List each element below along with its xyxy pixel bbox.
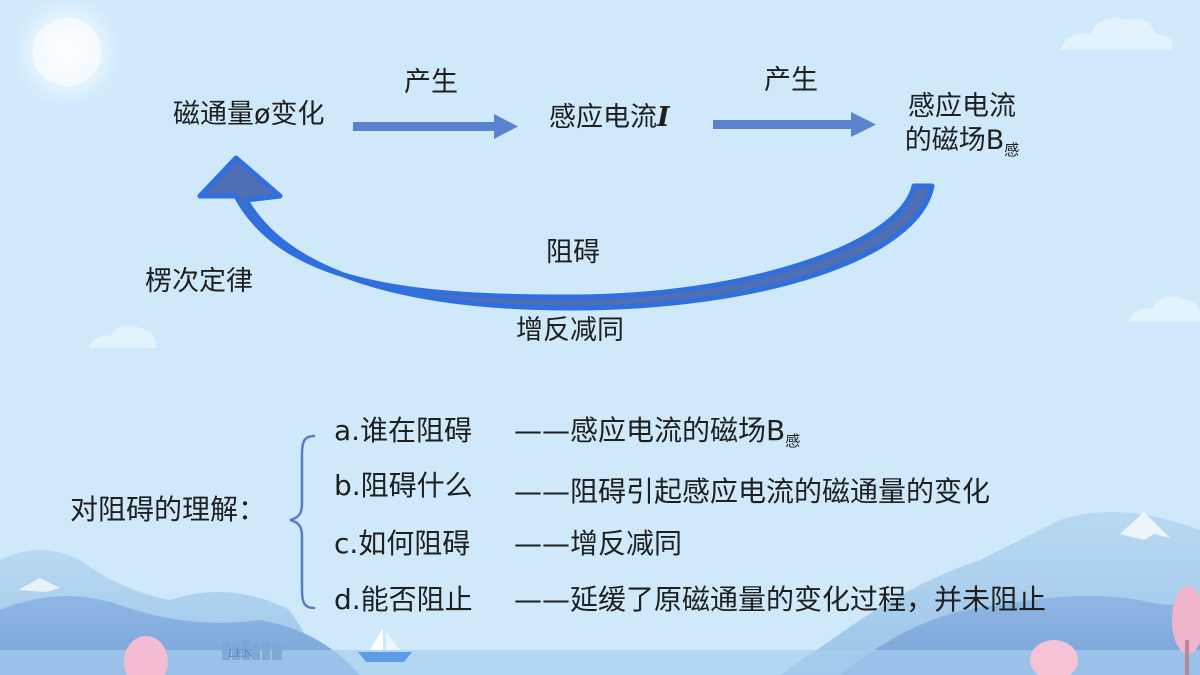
sailboat-decoration: [358, 628, 412, 662]
node-induced-field-line2: 的磁场B感: [904, 124, 1020, 159]
question-a: a.谁在阻碍: [334, 414, 473, 447]
current-symbol: I: [657, 102, 670, 133]
answer-c: ——增反减同: [514, 527, 683, 560]
blossom-tree-decoration: [124, 586, 1200, 675]
answer-a: ——感应电流的磁场B感: [514, 414, 801, 450]
feedback-label: 阻碍: [546, 237, 600, 268]
answer-a-subscript: 感: [785, 432, 801, 450]
cloud-decoration: [88, 17, 1200, 348]
arrow1-label: 产生: [404, 67, 458, 98]
arrow-flux-to-current: [353, 114, 518, 139]
question-d: d.能否阻止: [334, 583, 473, 616]
arrow-current-to-field: [713, 112, 876, 137]
lenz-law-label: 楞次定律: [145, 266, 253, 297]
node-induced-current-label: 感应电流: [549, 102, 657, 133]
castle-decoration: [222, 640, 282, 660]
node-flux-change: 磁通量ø变化: [173, 99, 325, 130]
understanding-title: 对阻碍的理解：: [70, 493, 267, 526]
rule-label: 增反减同: [516, 315, 624, 346]
arrow2-label: 产生: [764, 65, 818, 96]
question-c: c.如何阻碍: [334, 527, 471, 560]
answer-d: ——延缓了原磁通量的变化过程，并未阻止: [514, 583, 1047, 616]
question-b: b.阻碍什么: [334, 469, 473, 502]
answer-b: ——阻碍引起感应电流的磁通量的变化: [514, 475, 991, 508]
node-induced-field: 感应电流 的磁场B感: [898, 90, 1026, 160]
boat-sign-text: LEN: [228, 647, 253, 660]
node-induced-current: 感应电流I: [549, 101, 670, 135]
feedback-curve-arrow: [197, 155, 935, 311]
node-induced-field-line1: 感应电流: [908, 91, 1016, 122]
curly-brace: [289, 434, 316, 610]
field-subscript: 感: [1004, 140, 1020, 159]
